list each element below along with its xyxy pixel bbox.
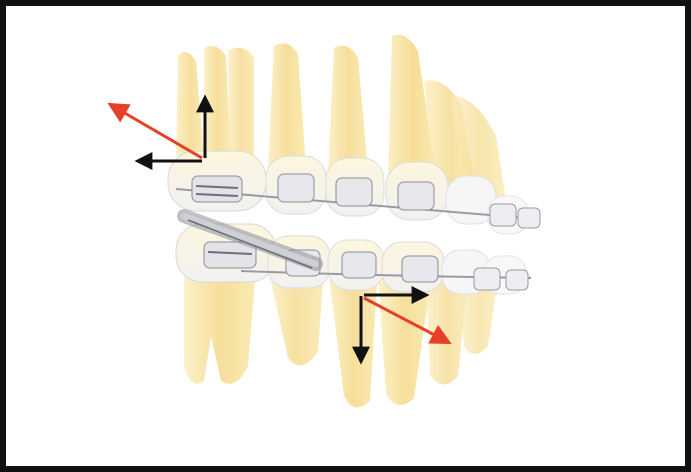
bracket	[402, 256, 438, 282]
upper-root	[228, 48, 254, 156]
upper-root	[176, 52, 204, 156]
upper-root	[204, 46, 231, 156]
braces-illustration	[12, 12, 691, 472]
bracket	[398, 182, 434, 210]
lower-root	[184, 266, 256, 384]
bracket	[490, 204, 516, 226]
bracket	[506, 270, 528, 290]
upper-root	[328, 46, 368, 171]
bracket	[518, 208, 540, 228]
bracket	[342, 252, 376, 278]
bracket	[474, 268, 500, 290]
bracket	[336, 178, 372, 206]
bracket	[278, 174, 314, 202]
upper-root	[268, 43, 306, 166]
molar-tube	[192, 176, 242, 202]
